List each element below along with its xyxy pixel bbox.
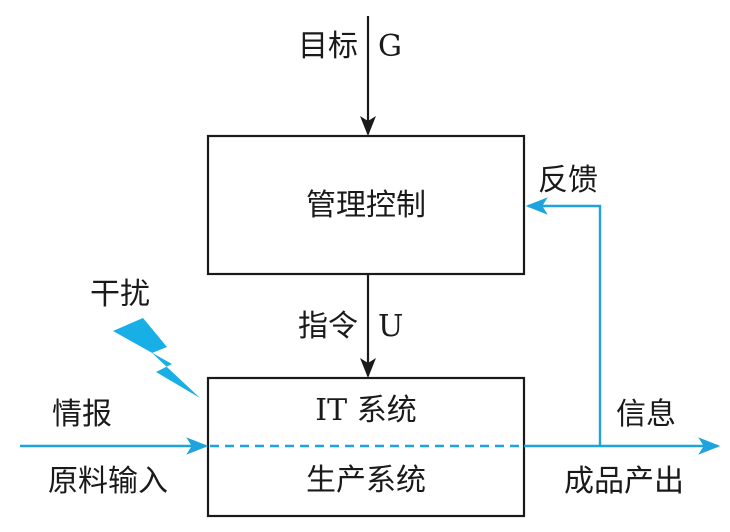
disturbance-label: 干扰 <box>90 277 150 312</box>
command-symbol: U <box>378 309 403 344</box>
raw-input-label: 原料输入 <box>48 464 168 499</box>
lightning-bolt-icon <box>113 318 200 398</box>
goal-label: 目标 <box>298 29 358 64</box>
goal-symbol: G <box>378 29 402 64</box>
information-label: 信息 <box>616 397 676 432</box>
feedback-label: 反馈 <box>538 163 598 198</box>
feedback-arrow <box>525 197 602 446</box>
it-system-label: IT 系统 <box>315 393 416 428</box>
management-control-label: 管理控制 <box>306 188 426 223</box>
product-output-label: 成品产出 <box>564 464 684 499</box>
management-control-box <box>206 134 526 276</box>
intelligence-label: 情报 <box>52 397 112 432</box>
production-system-label: 生产系统 <box>306 463 426 498</box>
command-label: 指令 <box>298 309 358 344</box>
